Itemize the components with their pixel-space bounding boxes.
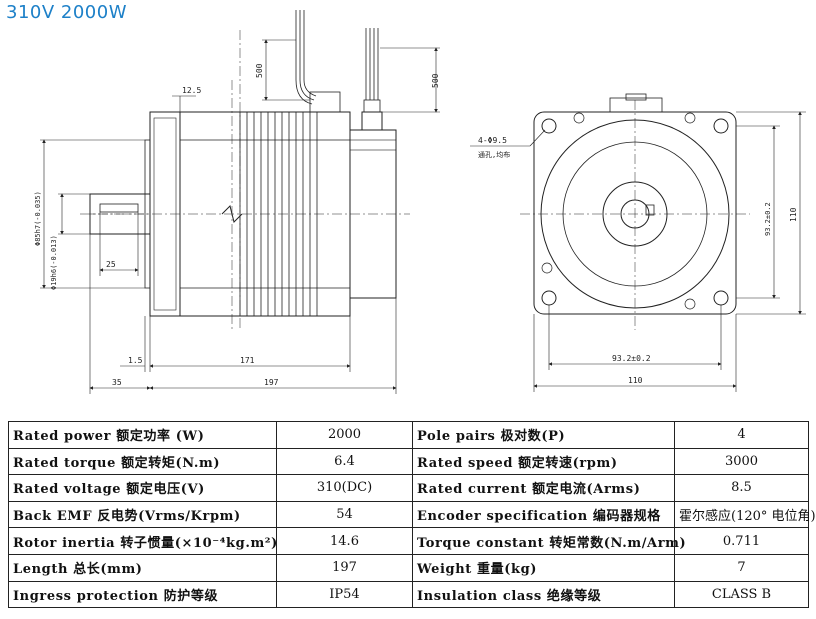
spec-label: Ingress protection 防护等级: [8, 580, 277, 609]
encoder-cable: [365, 28, 379, 100]
table-row: Rotor inertia 转子惯量(×10⁻⁴kg.m²) 14.6 Torq…: [8, 527, 809, 555]
shaft-key: [99, 203, 139, 213]
table-row: Length 总长(mm) 197 Weight 重量(kg) 7: [8, 553, 809, 582]
spec-label: Weight 重量(kg): [412, 553, 675, 582]
spec-value: 3000: [674, 447, 809, 476]
dim-lead-left: 500: [255, 63, 264, 78]
spec-label: Length 总长(mm): [8, 553, 277, 582]
spec-value: 54: [276, 500, 413, 529]
spec-label: Rated current 额定电流(Arms): [412, 474, 675, 502]
dim-bolt-circle-h: 93.2±0.2: [612, 354, 651, 363]
spec-label: Rated torque 额定转矩(N.m): [8, 447, 277, 476]
spec-value: 310(DC): [276, 474, 413, 502]
dim-lead-right: 500: [431, 73, 440, 88]
table-row: Rated voltage 额定电压(V) 310(DC) Rated curr…: [8, 474, 809, 502]
spec-value: 7: [674, 553, 809, 582]
dim-shaft-diameter: Φ19h6(-0.013): [50, 235, 58, 290]
spec-value: CLASS B: [674, 580, 809, 609]
side-view: [40, 10, 440, 394]
spec-label: Rated power 额定功率 (W): [8, 421, 277, 449]
spec-value: 霍尔感应(120° 电位角): [674, 500, 816, 529]
dim-body-length: 171: [240, 356, 255, 365]
spec-label: Rated speed 额定转速(rpm): [412, 447, 675, 476]
dim-boss-diameter: Φ85h7(-0.035): [34, 191, 42, 246]
dim-flange-width-v: 110: [789, 207, 798, 222]
spec-table: Rated power 额定功率 (W) 2000 Pole pairs 极对数…: [8, 421, 816, 609]
spec-label: Insulation class 绝缘等级: [412, 580, 675, 609]
table-row: Rated power 额定功率 (W) 2000 Pole pairs 极对数…: [8, 421, 809, 449]
spec-label: Rated voltage 额定电压(V): [8, 474, 277, 502]
spec-value: 197: [276, 553, 413, 582]
spec-value: 8.5: [674, 474, 809, 502]
spec-value: 14.6: [276, 527, 413, 555]
dim-total-length: 197: [264, 378, 279, 387]
dim-hole-note: 通孔,均布: [478, 150, 510, 159]
spec-label: Pole pairs 极对数(P): [412, 421, 675, 449]
spec-label: Rotor inertia 转子惯量(×10⁻⁴kg.m²): [8, 527, 277, 555]
dim-shaft-length: 35: [112, 378, 122, 387]
dim-hole-spec: 4-Φ9.5: [478, 136, 507, 145]
dim-bolt-circle-v: 93.2±0.2: [764, 202, 772, 236]
spec-value: IP54: [276, 580, 413, 609]
dim-key-length: 25: [106, 260, 116, 269]
motor-title: 310V 2000W: [6, 2, 127, 23]
table-row: Rated torque 额定转矩(N.m) 6.4 Rated speed 额…: [8, 447, 809, 476]
spec-value: 2000: [276, 421, 413, 449]
dim-pilot-height: 1.5: [128, 356, 143, 365]
spec-label: Encoder specification 编码器规格: [412, 500, 675, 529]
dim-flange-thickness: 12.5: [182, 86, 201, 95]
spec-label: Back EMF 反电势(Vrms/Krpm): [8, 500, 277, 529]
spec-value: 4: [674, 421, 809, 449]
motor-drawing: 500 500 12.5 Φ85h7(-0.035) Φ19h6(-0.013)…: [34, 10, 806, 394]
spec-label: Torque constant 转矩常数(N.m/Arm): [412, 527, 686, 555]
power-cable: [295, 10, 341, 113]
spec-value: 0.711: [674, 527, 809, 555]
cable-gland: [361, 111, 383, 131]
table-row: Ingress protection 防护等级 IP54 Insulation …: [8, 580, 809, 609]
spec-value: 6.4: [276, 447, 413, 476]
table-row: Back EMF 反电势(Vrms/Krpm) 54 Encoder speci…: [8, 500, 816, 529]
dim-flange-width-h: 110: [628, 376, 643, 385]
front-view: [470, 93, 806, 392]
